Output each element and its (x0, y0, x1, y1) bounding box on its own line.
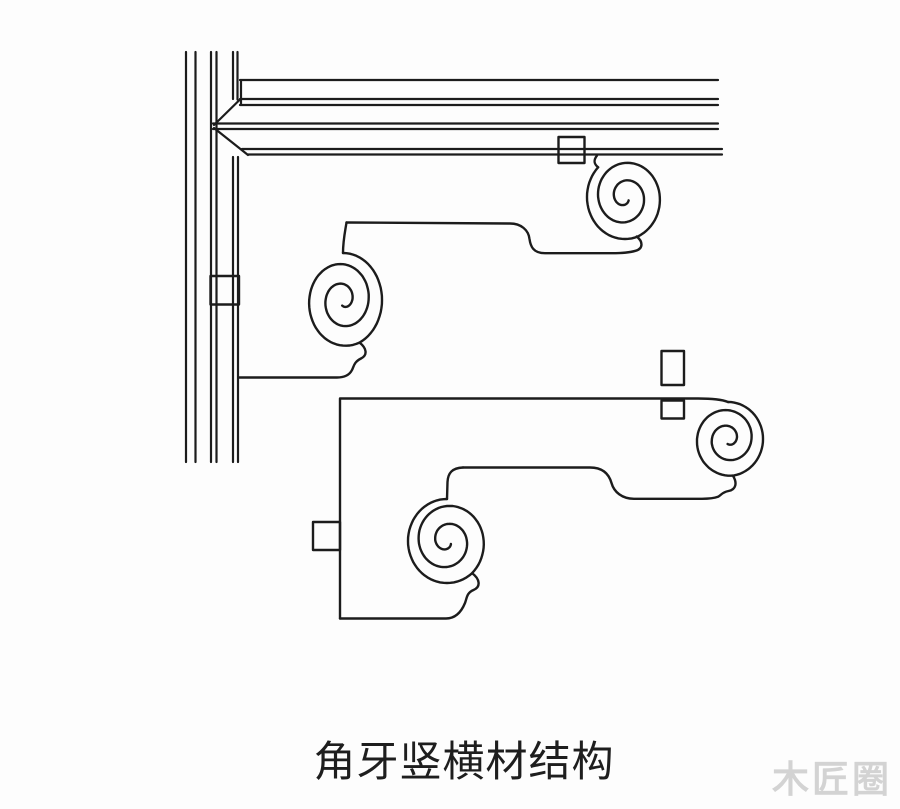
lower-bracket-right-scroll (695, 400, 765, 477)
post-bead-lines (184, 50, 240, 464)
horizontal-rails (211, 78, 724, 165)
upper-bracket-right-scroll (585, 161, 662, 241)
upper-bracket-bottom-edge (237, 341, 367, 379)
lower-bracket-bottom-edge (338, 572, 480, 620)
bracket-top-tenon (660, 349, 686, 387)
upper-bracket-inner-edge (345, 221, 643, 255)
rail-bead-lines (211, 78, 724, 156)
upper-bracket-rail-entry (593, 154, 600, 169)
lower-bracket-outline (338, 397, 730, 620)
upper-bracket-left-scroll-entry (341, 221, 348, 255)
rail-tenon-mark (557, 135, 586, 165)
lower-bracket-left-scroll (406, 497, 485, 585)
post-mortise-mark (209, 274, 241, 306)
vertical-post (184, 50, 241, 464)
ink-layer (184, 50, 765, 620)
upper-corner-bracket (237, 154, 662, 379)
watermark-text: 木匠圈 (772, 759, 892, 800)
bracket-top-tenon-stub (660, 399, 686, 420)
figure-caption: 角牙竖横材结构 (313, 738, 615, 785)
lower-corner-bracket (311, 349, 765, 620)
lower-bracket-left-scroll-entry (445, 466, 465, 501)
lower-bracket-inner-edge (461, 466, 737, 500)
miter-joint-lines (212, 98, 250, 157)
upper-bracket-left-scroll (307, 251, 384, 347)
bracket-left-tenon (311, 520, 342, 552)
